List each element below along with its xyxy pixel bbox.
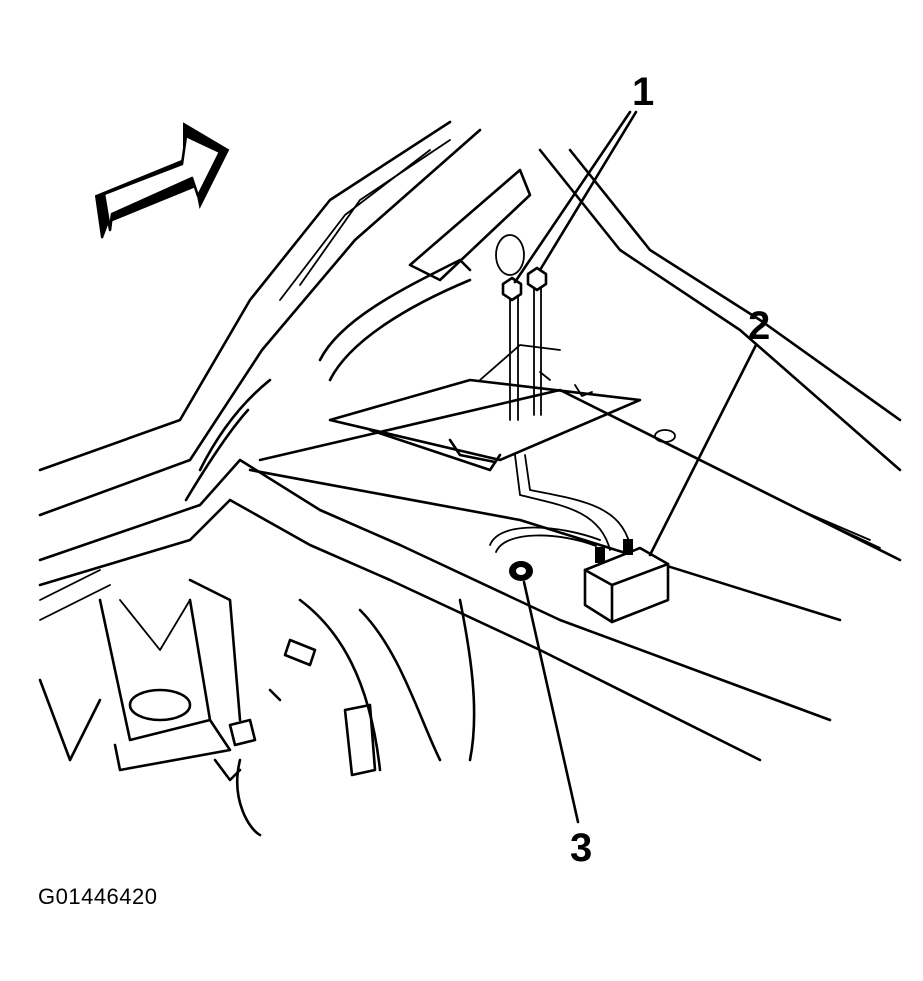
figure-id: G01446420 — [38, 884, 158, 909]
nuts-assembly — [501, 266, 548, 421]
body-structure — [38, 120, 902, 762]
callout-1: 1 — [632, 70, 655, 114]
callout-3: 3 — [570, 826, 593, 870]
callout-2: 2 — [748, 304, 771, 348]
wiring-harness — [489, 454, 631, 553]
suspension-area — [38, 569, 476, 837]
leader-lines — [513, 110, 758, 824]
forward-direction-arrow — [94, 122, 230, 239]
module-box — [583, 539, 670, 624]
nut-left — [501, 276, 523, 302]
mounting-bracket — [318, 168, 676, 472]
grommet — [509, 561, 533, 581]
nut-right — [526, 266, 548, 292]
